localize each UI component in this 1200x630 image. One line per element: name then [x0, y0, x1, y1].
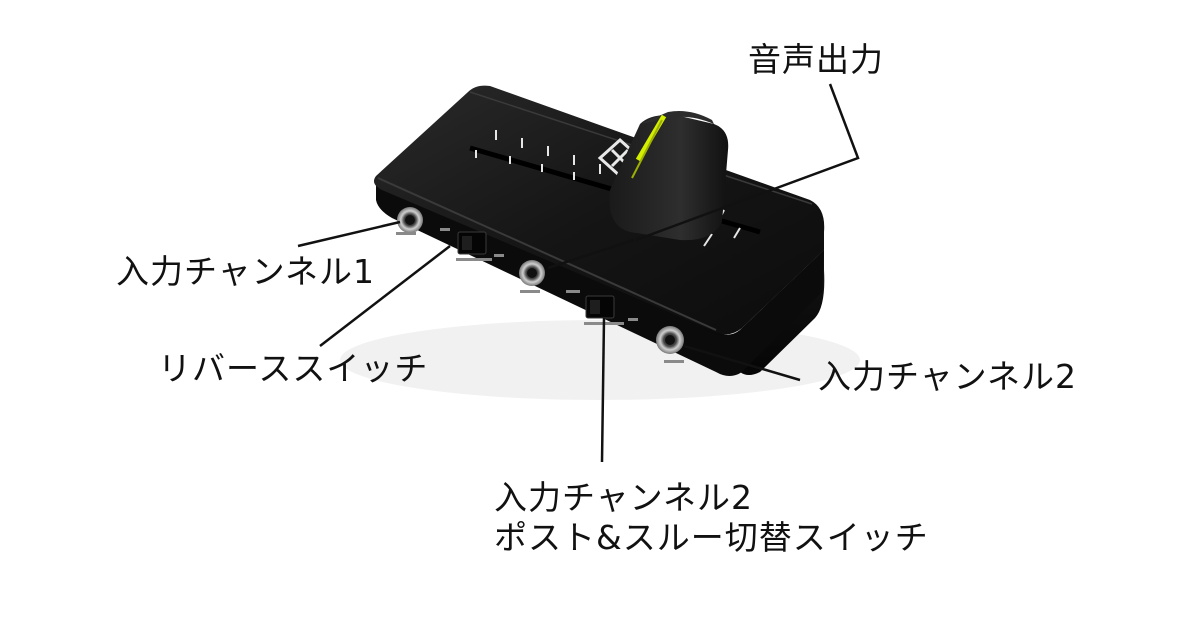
jack-output[interactable] [519, 260, 545, 286]
label-post-through-switch: 入力チャンネル2 ポスト&スルー切替スイッチ [494, 478, 929, 557]
callout-output-jack [547, 238, 635, 270]
label-input-channel-2-text: 入力チャンネル2 [818, 357, 1078, 396]
callout-reverse-switch [319, 245, 451, 347]
post-through-switch[interactable] [585, 295, 615, 319]
label-reverse-switch-text: リバーススイッチ [158, 349, 429, 388]
label-post-through-line2: ポスト&スルー切替スイッチ [494, 517, 929, 557]
label-input-channel-1: 入力チャンネル1 [116, 252, 375, 292]
jack-input-2[interactable] [656, 326, 684, 354]
reverse-switch[interactable] [457, 231, 487, 255]
callout-input-2 [683, 344, 801, 382]
callout-audio-output [635, 83, 860, 242]
label-post-through-line1: 入力チャンネル2 [494, 478, 754, 517]
callout-post-through [600, 317, 606, 463]
label-audio-output: 音声出力 [748, 40, 884, 80]
fader-knob[interactable] [609, 111, 729, 241]
jack-input-1[interactable] [397, 207, 423, 233]
label-reverse-switch: リバーススイッチ [158, 349, 428, 389]
fader-scale-ticks [475, 130, 741, 247]
label-audio-output-text: 音声出力 [748, 40, 884, 79]
label-input-channel-1-text: 入力チャンネル1 [116, 252, 376, 291]
callout-lines [297, 83, 860, 463]
label-input-channel-2: 入力チャンネル2 [818, 357, 1077, 397]
callout-input-1 [297, 220, 401, 248]
